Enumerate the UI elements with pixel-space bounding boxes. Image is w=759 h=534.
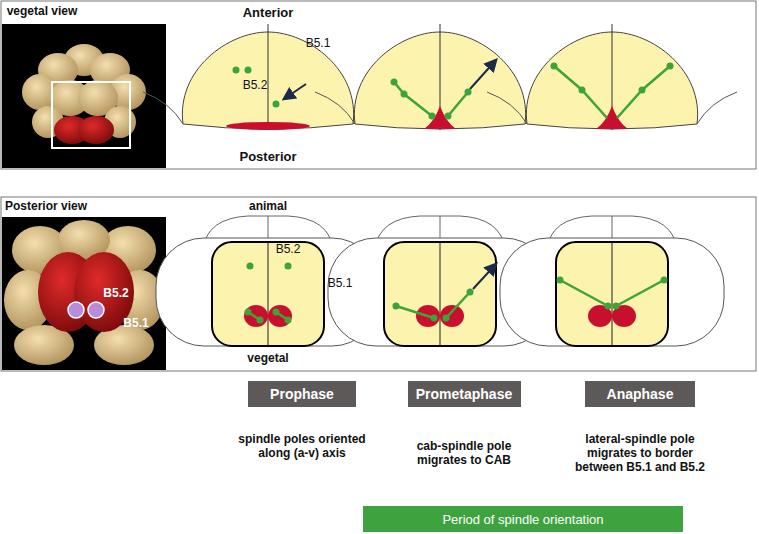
phase-name: Anaphase xyxy=(607,386,674,402)
view-title: vegetal view xyxy=(7,5,78,19)
cell-label: B5.2 xyxy=(103,287,128,301)
axis-label: animal xyxy=(249,200,287,214)
cell-label: B5.2 xyxy=(243,79,268,93)
vegetal-schematic xyxy=(487,24,737,130)
phase-box: Prometaphase xyxy=(408,381,521,407)
view-title: Posterior view xyxy=(5,200,87,214)
posterior-schematic xyxy=(500,216,724,346)
embryo-render xyxy=(2,24,166,168)
axis-label: Posterior xyxy=(239,150,296,165)
phase-name: Prophase xyxy=(270,386,334,402)
phase-description: cab-spindle pole migrates to CAB xyxy=(399,440,529,468)
axis-label: Anterior xyxy=(243,6,294,21)
phase-name: Prometaphase xyxy=(416,386,512,402)
period-text: Period of spindle orientation xyxy=(442,512,603,527)
axis-label: vegetal xyxy=(247,352,288,366)
period-bar: Period of spindle orientation xyxy=(363,506,683,532)
cell-label: B5.1 xyxy=(328,277,353,291)
panel-frame xyxy=(1,197,756,371)
phase-box: Anaphase xyxy=(585,381,695,407)
phase-description: lateral-spindle pole migrates to border … xyxy=(570,433,710,474)
cell-label: B5.1 xyxy=(123,317,148,331)
panel-frame xyxy=(1,1,756,169)
cell-label: B5.1 xyxy=(306,37,331,51)
phase-description: spindle poles oriented along (a-v) axis xyxy=(227,433,377,461)
embryo-render xyxy=(2,217,166,370)
phase-box: Prophase xyxy=(248,381,356,407)
cell-label: B5.2 xyxy=(276,243,301,257)
